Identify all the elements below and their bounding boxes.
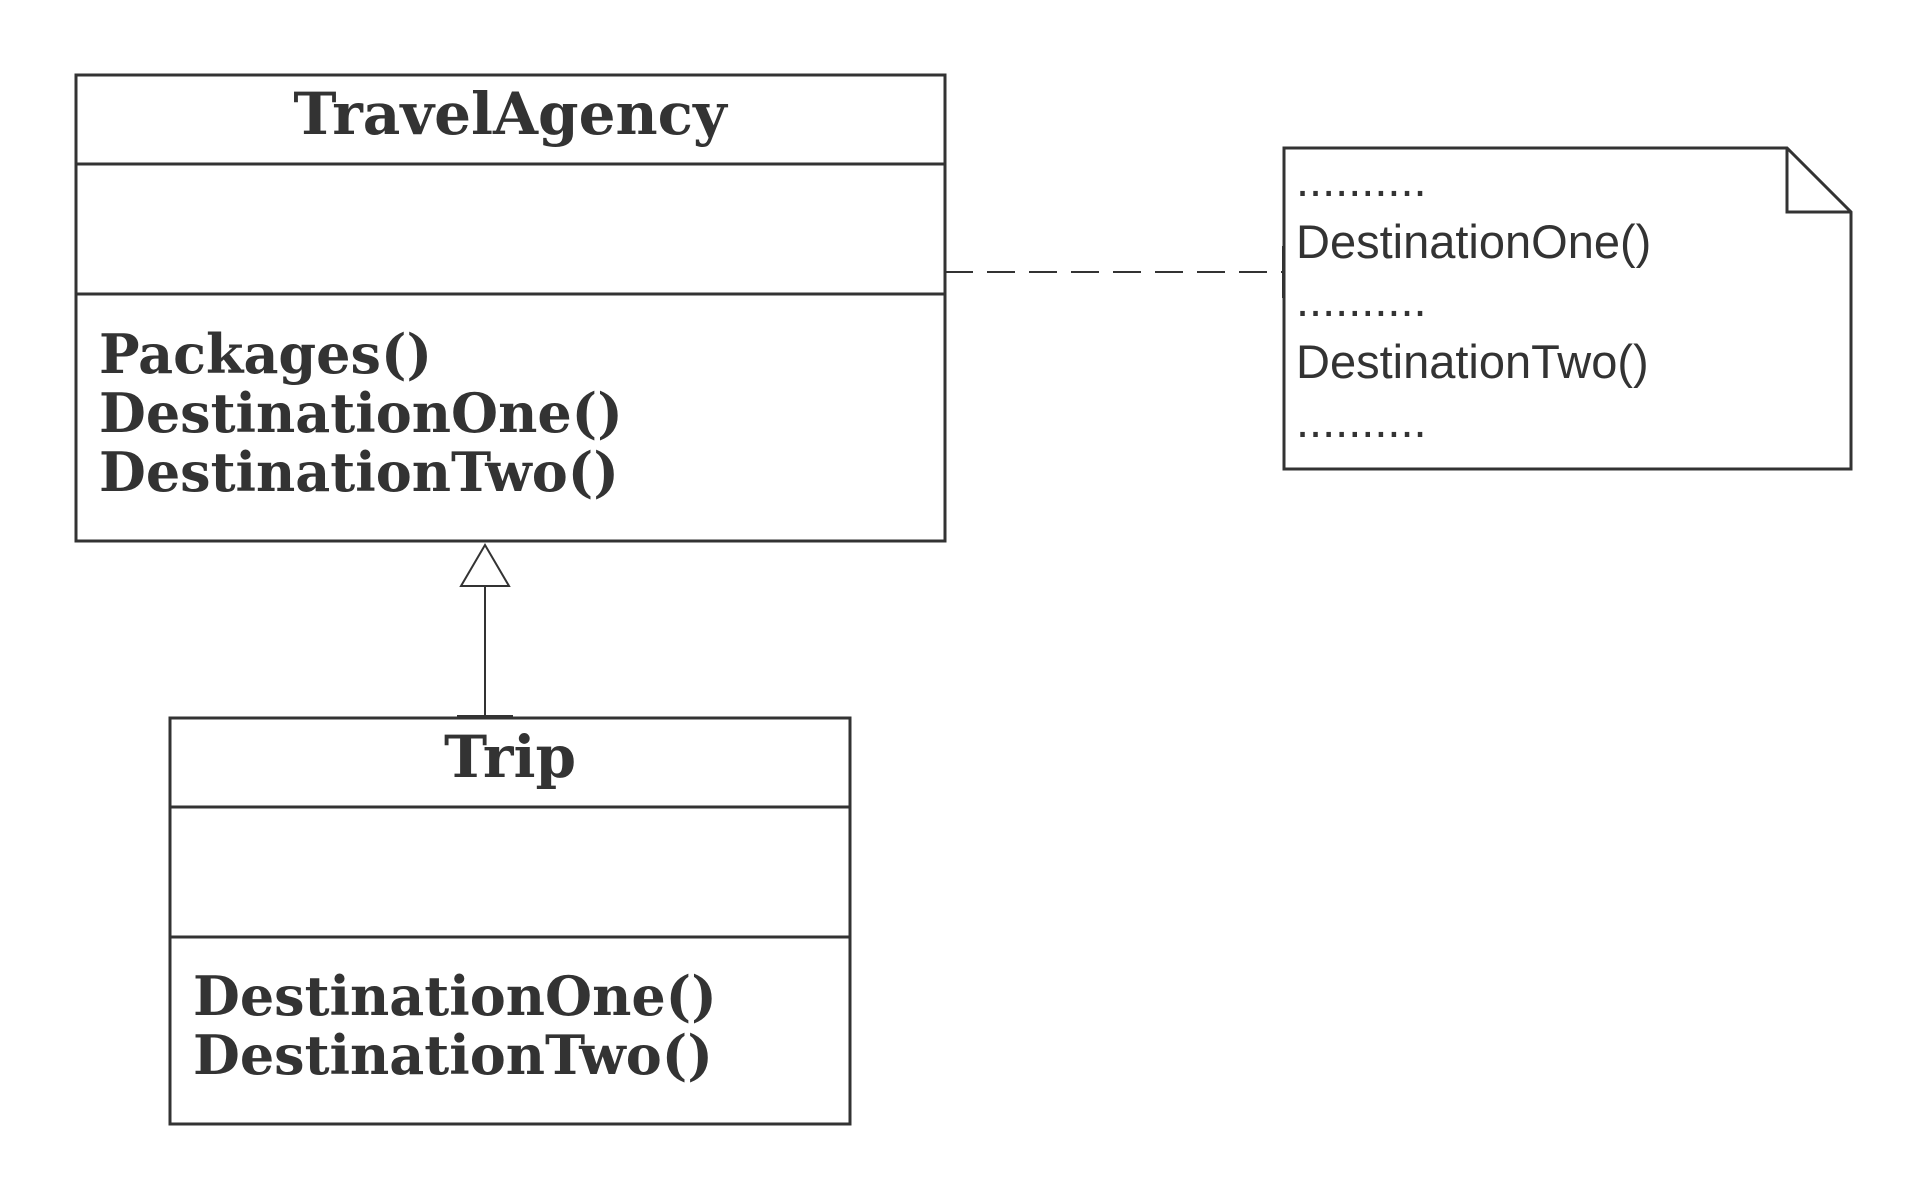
note-line: DestinationOne() [1296, 215, 1651, 268]
note-folded-corner [1785, 148, 1851, 214]
note[interactable]: .......... DestinationOne() .......... D… [1282, 146, 1853, 471]
note-attachment-connector[interactable] [945, 246, 1284, 298]
note-line: .......... [1296, 153, 1427, 206]
class-trip-method: DestinationOne() [193, 964, 717, 1028]
note-line: .......... [1296, 273, 1427, 326]
class-travel-agency-name: TravelAgency [293, 80, 729, 148]
class-travel-agency-method: Packages() [99, 322, 432, 386]
class-travel-agency-method: DestinationTwo() [99, 440, 619, 504]
hollow-triangle-arrowhead [459, 543, 511, 587]
note-line: DestinationTwo() [1296, 335, 1649, 388]
class-travel-agency-method: DestinationOne() [99, 381, 623, 445]
note-line: .......... [1296, 394, 1427, 447]
class-travel-agency[interactable]: TravelAgency Packages() DestinationOne()… [74, 73, 947, 543]
class-travel-agency-box [74, 73, 947, 543]
class-trip-box [168, 716, 852, 1126]
generalization-arrow[interactable] [457, 543, 513, 717]
note-body [1282, 146, 1853, 471]
class-trip[interactable]: Trip DestinationOne() DestinationTwo() [168, 716, 852, 1126]
class-trip-name: Trip [444, 723, 576, 791]
class-trip-method: DestinationTwo() [193, 1023, 713, 1087]
